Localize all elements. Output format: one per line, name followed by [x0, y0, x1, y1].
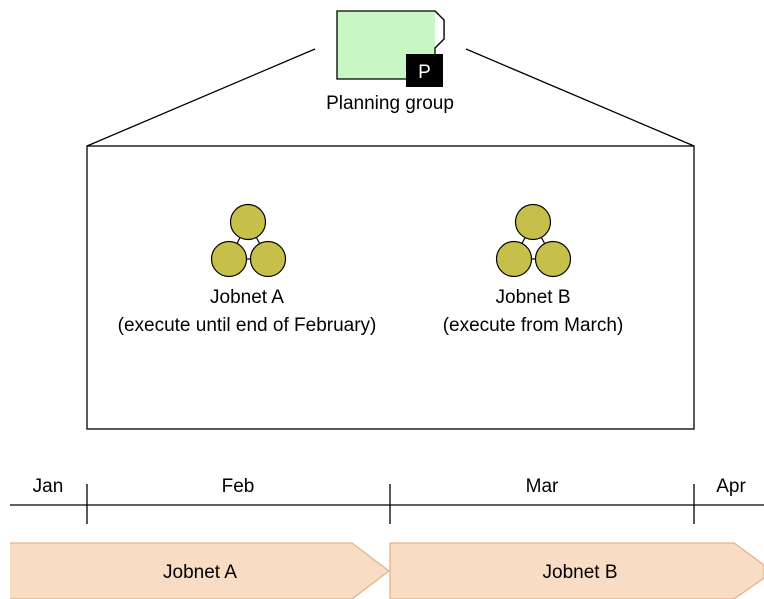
month-label-apr: Apr [716, 476, 746, 497]
month-label-jan: Jan [33, 476, 64, 497]
planning-group-badge-label: P [418, 62, 431, 83]
timeline-bar-jobnet-b: Jobnet B [389, 542, 764, 599]
timeline-bar-jobnet-a: Jobnet A [10, 542, 391, 599]
timeline-bar-jobnet-a-label: Jobnet A [163, 562, 237, 583]
jobnet-a-name: Jobnet A [210, 287, 284, 308]
timeline: Jan Feb Mar Apr [10, 476, 764, 524]
month-label-feb: Feb [222, 476, 255, 497]
planning-group-icon: P [336, 10, 445, 87]
month-label-mar: Mar [526, 476, 559, 497]
planning-group-contents-box [86, 145, 695, 430]
jobnet-b-name: Jobnet B [496, 287, 571, 308]
jobnet-a-note: (execute until end of February) [118, 315, 377, 336]
jobnet-a-icon [210, 203, 287, 278]
timeline-bar-jobnet-b-label: Jobnet B [543, 562, 618, 583]
jobnet-b-note: (execute from March) [443, 315, 624, 336]
expansion-line-left [86, 48, 316, 147]
expansion-line-right [465, 48, 695, 147]
jobnet-b-icon [495, 203, 572, 278]
planning-group-badge [406, 54, 443, 87]
planning-group-label: Planning group [326, 93, 454, 114]
